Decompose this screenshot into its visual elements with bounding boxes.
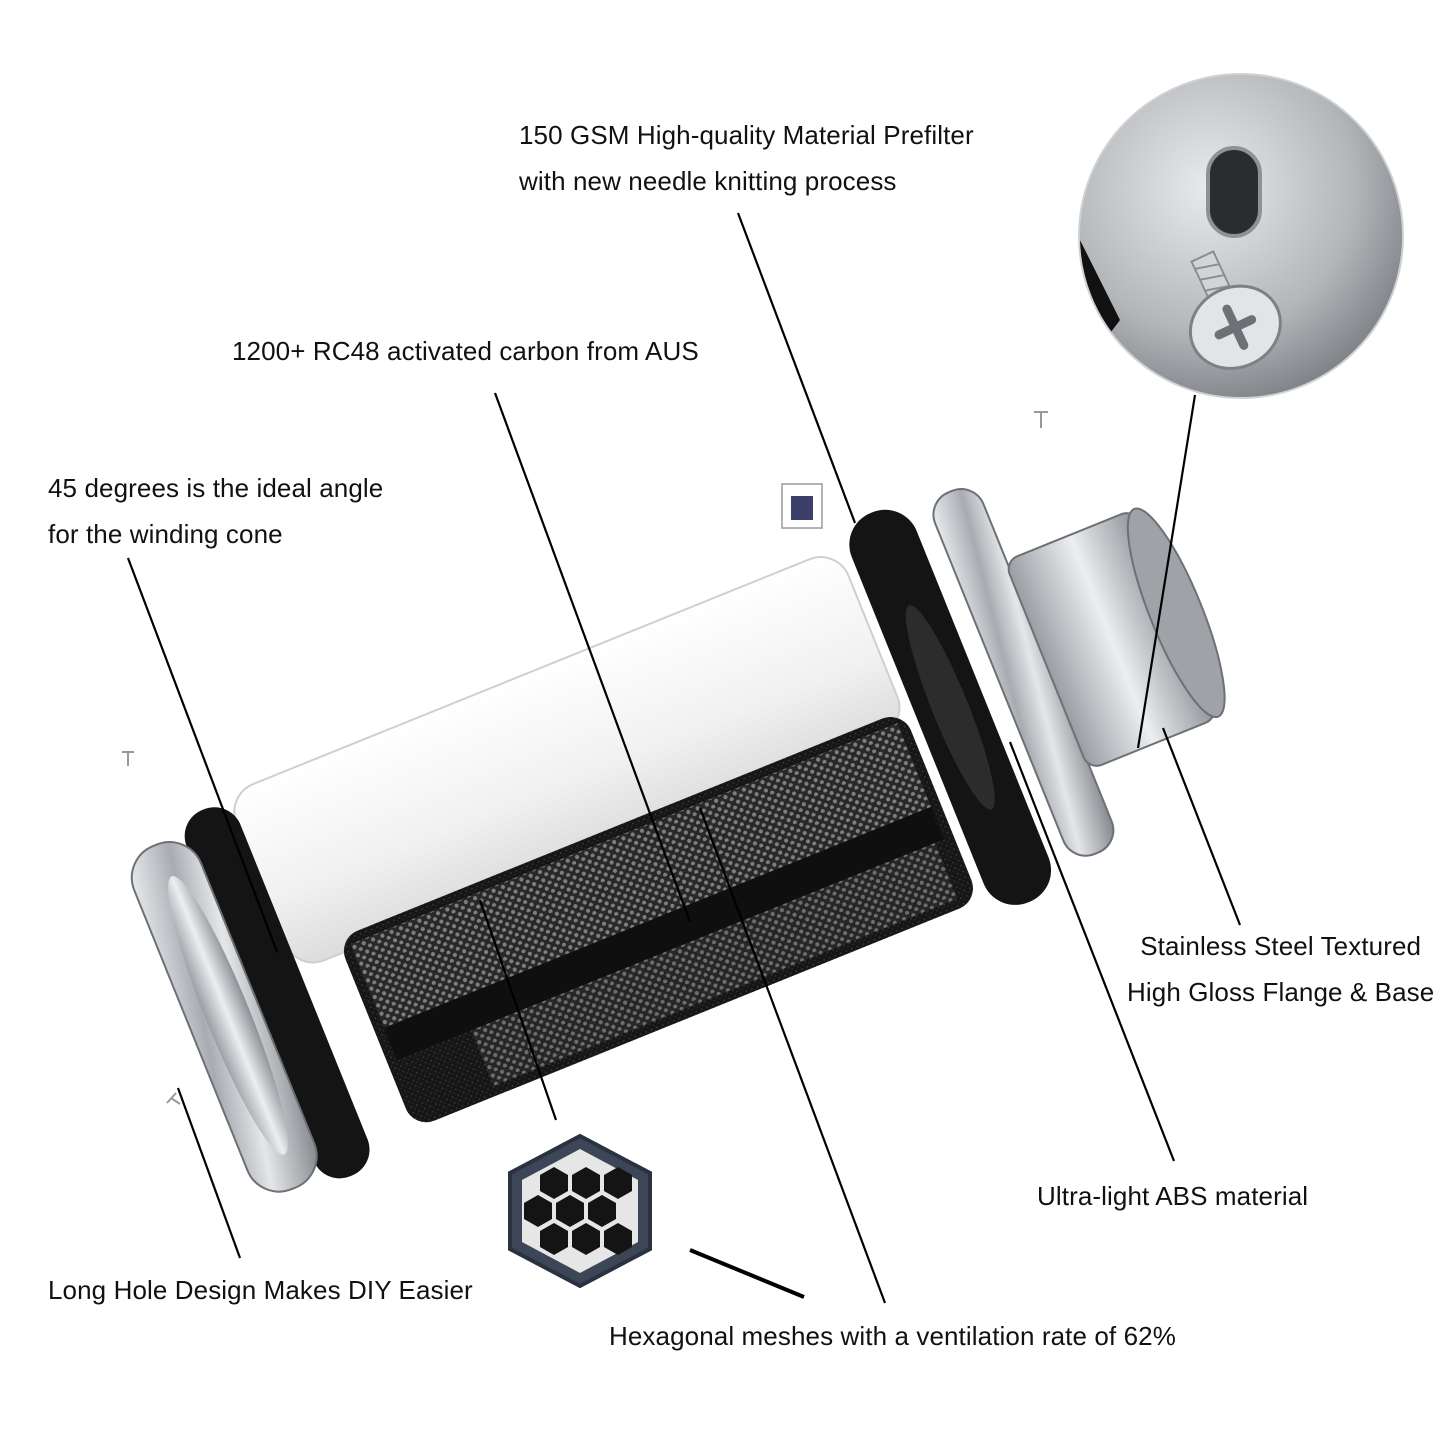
callout-prefilter-line2: with new needle knitting process bbox=[519, 166, 897, 196]
leader-hole bbox=[176, 1087, 242, 1259]
callout-cone-line1: 45 degrees is the ideal angle bbox=[48, 473, 384, 503]
callout-mesh: Hexagonal meshes with a ventilation rate… bbox=[609, 1313, 1176, 1359]
callout-abs-text: Ultra-light ABS material bbox=[1037, 1181, 1309, 1211]
foam-strip bbox=[383, 806, 945, 1061]
magnified-detail bbox=[1078, 73, 1404, 399]
callout-hole: Long Hole Design Makes DIY Easier bbox=[48, 1267, 473, 1313]
gasket-hole bbox=[905, 605, 995, 810]
leader-abs bbox=[1008, 741, 1176, 1162]
callout-hole-text: Long Hole Design Makes DIY Easier bbox=[48, 1275, 473, 1305]
screw-icon bbox=[122, 411, 1048, 1105]
leader-carbon bbox=[493, 392, 692, 923]
callout-steel: Stainless Steel Textured High Gloss Flan… bbox=[1127, 923, 1434, 1015]
left-cap-inner bbox=[168, 876, 288, 1155]
callout-prefilter-line1: 150 GSM High-quality Material Prefilter bbox=[519, 120, 974, 150]
callout-prefilter: 150 GSM High-quality Material Prefilter … bbox=[519, 112, 974, 204]
callout-carbon-text: 1200+ RC48 activated carbon from AUS bbox=[232, 336, 699, 366]
leader-mesh bbox=[698, 807, 887, 1304]
slot-hole-icon bbox=[1206, 146, 1262, 238]
callout-steel-line1: Stainless Steel Textured bbox=[1140, 931, 1422, 961]
callout-carbon: 1200+ RC48 activated carbon from AUS bbox=[232, 328, 699, 374]
leader-steel bbox=[1161, 727, 1242, 926]
hexagon-mesh-icon bbox=[508, 1133, 652, 1289]
callout-cone-line2: for the winding cone bbox=[48, 519, 283, 549]
leader-steel-screw bbox=[1136, 394, 1197, 749]
callout-abs: Ultra-light ABS material bbox=[1037, 1173, 1308, 1219]
inner-mesh bbox=[471, 842, 958, 1086]
callout-mesh-text: Hexagonal meshes with a ventilation rate… bbox=[609, 1321, 1176, 1351]
callout-cone: 45 degrees is the ideal angle for the wi… bbox=[48, 465, 383, 557]
leader-prefilter bbox=[736, 212, 857, 524]
filter-body bbox=[130, 488, 1226, 1193]
hex-mesh bbox=[350, 723, 933, 1033]
product-tag-window bbox=[791, 496, 813, 520]
leader-mesh-icon bbox=[478, 899, 558, 1121]
screw-icon bbox=[1188, 250, 1282, 370]
callout-steel-line2: High Gloss Flange & Base bbox=[1127, 977, 1435, 1007]
foam-gasket-left bbox=[184, 807, 370, 1179]
outlet-opening bbox=[1126, 507, 1226, 719]
leader-cone bbox=[126, 557, 279, 953]
leader-mesh-arrow bbox=[689, 1248, 805, 1299]
leader-lines bbox=[126, 212, 1242, 1304]
